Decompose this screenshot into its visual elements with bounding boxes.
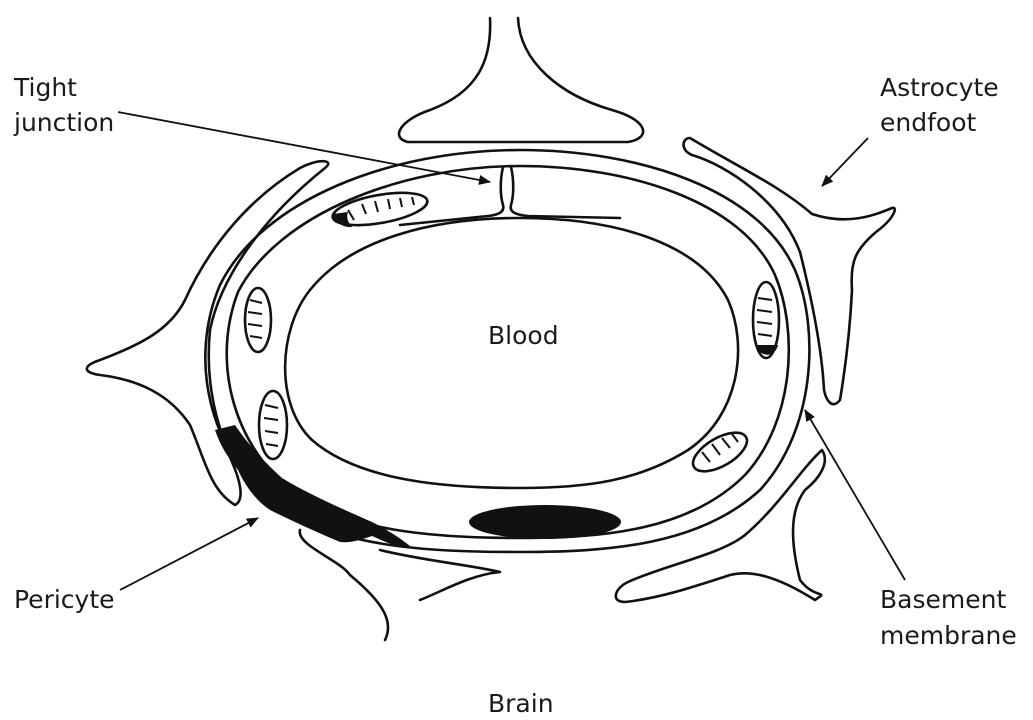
pericyte-cell bbox=[215, 425, 410, 546]
basement-membrane-inner bbox=[227, 166, 789, 538]
astrocyte-endfoot-label: Astrocyte endfoot bbox=[880, 73, 1007, 137]
tight-junction-label: Tight junction bbox=[13, 73, 114, 137]
endothelial-nucleus-right bbox=[753, 282, 779, 358]
pericyte-arrow bbox=[120, 518, 258, 590]
endothelial-nucleus-left-upper bbox=[245, 288, 271, 352]
pericyte-label: Pericyte bbox=[14, 585, 115, 614]
brain-label: Brain bbox=[488, 689, 554, 718]
basement-membrane-label: Basement membrane bbox=[880, 585, 1017, 650]
blood-label: Blood bbox=[488, 321, 559, 350]
tight-junction-arrow bbox=[118, 112, 490, 182]
tight-junction-right-cell bbox=[511, 167, 620, 218]
endothelial-nucleus-dark bbox=[469, 505, 621, 539]
blood-lumen bbox=[285, 218, 738, 488]
endothelial-nucleus-bottom-right bbox=[687, 425, 753, 479]
astrocyte-endfoot-arrow bbox=[822, 138, 868, 186]
basement-membrane-arrow bbox=[805, 410, 905, 580]
endothelial-nucleus-left-lower bbox=[259, 391, 287, 459]
astrocyte-endfoot-top bbox=[399, 18, 643, 142]
